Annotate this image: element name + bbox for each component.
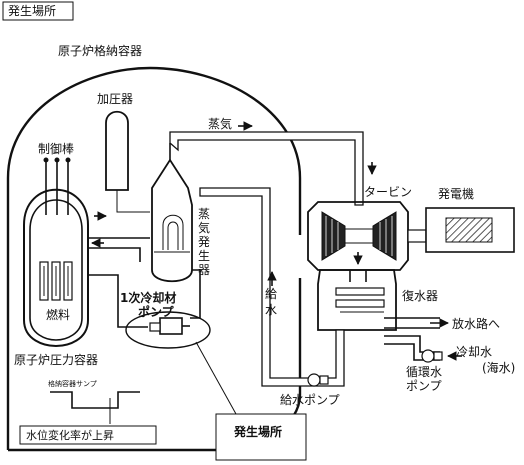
condenser-label: 復水器 bbox=[402, 288, 438, 303]
sump-pit bbox=[50, 391, 140, 409]
sump-label: 格納容器サンプ bbox=[48, 379, 97, 388]
pressurizer bbox=[105, 110, 150, 213]
steam-generator bbox=[151, 143, 193, 283]
feed-pump-label: 給水ポンプ bbox=[280, 393, 340, 407]
steam-generator-label-char: 発 bbox=[198, 235, 210, 249]
circulating-water-pump bbox=[421, 349, 443, 363]
primary-pump-label-2: ポンプ bbox=[138, 304, 175, 319]
location-callout: 発生場所 bbox=[215, 413, 307, 461]
water-level-callout: 水位変化率が上昇 bbox=[19, 425, 157, 445]
callout-leader bbox=[195, 341, 237, 415]
exhaust-pipe bbox=[349, 270, 367, 282]
steam-generator-label: 蒸気発生器 bbox=[198, 207, 210, 277]
generator-label: 発電機 bbox=[438, 186, 474, 201]
feedwater-pump bbox=[307, 373, 329, 387]
control-rods bbox=[43, 157, 71, 215]
control-rod-label: 制御棒 bbox=[38, 141, 74, 156]
discharge-pipe bbox=[384, 317, 440, 329]
circ-pump-label-2: ポンプ bbox=[406, 379, 442, 393]
fuel-rods bbox=[39, 261, 73, 301]
feedwater-pipe bbox=[199, 187, 345, 387]
header-title-box: 発生場所 bbox=[2, 1, 74, 21]
cooling-water-label: 冷却水 bbox=[456, 345, 492, 359]
reactor-pressure-vessel-label: 原子炉圧力容器 bbox=[14, 352, 98, 367]
location-text: 発生場所 bbox=[233, 424, 282, 439]
turbine-label: タービン bbox=[364, 185, 412, 199]
steam-pipe bbox=[169, 131, 364, 206]
circ-pump-label-1: 循環水 bbox=[406, 365, 442, 379]
containment-vessel-label: 原子炉格納容器 bbox=[58, 43, 142, 58]
hot-leg-pipe bbox=[88, 237, 150, 262]
header-title: 発生場所 bbox=[8, 4, 56, 18]
steam-generator-label-char: 蒸 bbox=[198, 207, 210, 221]
cold-leg-pipe bbox=[88, 269, 201, 328]
generator bbox=[407, 207, 515, 253]
steam-generator-label-text: 蒸気発生器 bbox=[198, 207, 210, 277]
fuel-label: 燃料 bbox=[46, 307, 70, 322]
seawater-label: (海水) bbox=[482, 360, 515, 375]
primary-pump-label-1: 1次冷却材 bbox=[120, 290, 176, 305]
turbine bbox=[307, 201, 409, 271]
location-highlight bbox=[125, 311, 211, 349]
steam-generator-label-char: 器 bbox=[198, 263, 210, 277]
water-level-text: 水位変化率が上昇 bbox=[26, 428, 114, 442]
feedwater-label-char-2: 水 bbox=[265, 303, 277, 317]
feedwater-label-char-1: 給 bbox=[265, 287, 277, 301]
steam-label: 蒸気 bbox=[208, 116, 232, 131]
pressurizer-label: 加圧器 bbox=[97, 92, 133, 106]
primary-coolant-pump bbox=[149, 317, 190, 335]
discharge-label: 放水路へ bbox=[452, 316, 500, 331]
steam-generator-label-char: 生 bbox=[198, 249, 210, 263]
condenser bbox=[317, 269, 397, 331]
feedwater-label: 給 水 bbox=[265, 287, 281, 317]
steam-generator-label-char: 気 bbox=[198, 220, 210, 235]
